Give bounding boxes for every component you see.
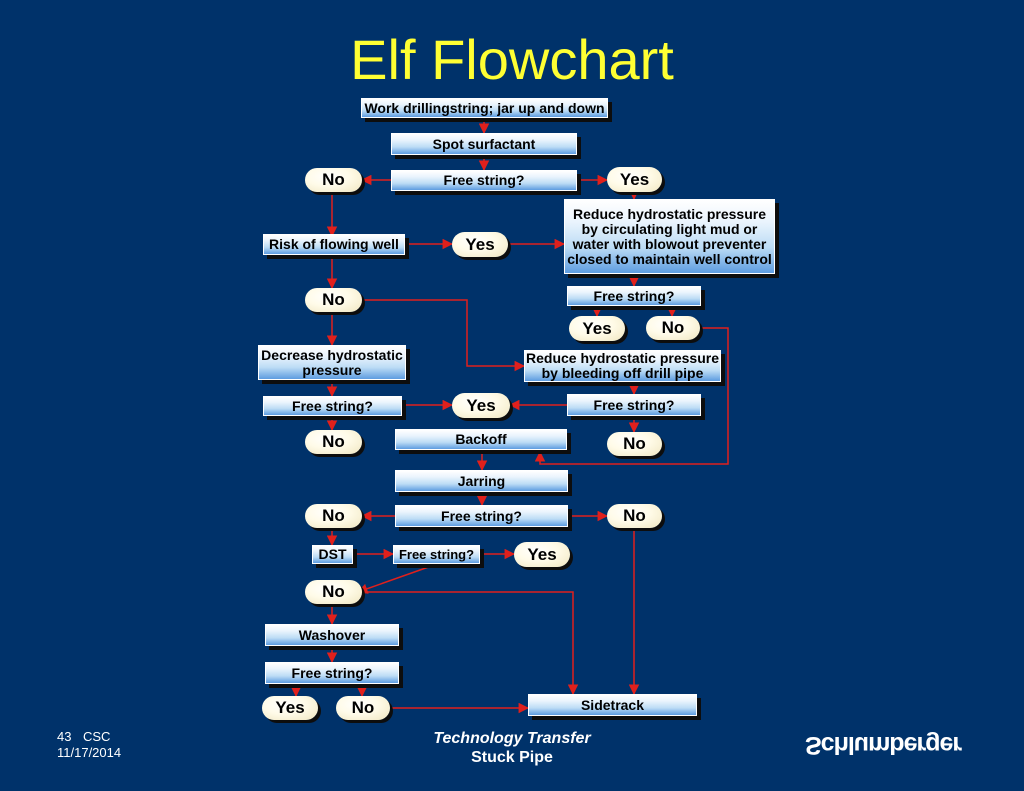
no-pill-5: No	[305, 430, 362, 454]
free-string-box-6: Free string?	[393, 545, 480, 564]
free-string-box-7: Free string?	[265, 662, 399, 684]
decrease-hydrostatic-box: Decrease hydrostatic pressure	[258, 345, 406, 380]
reduce-bleeding-box: Reduce hydrostatic pressure by bleeding …	[524, 350, 721, 382]
no-pill-7: No	[607, 504, 662, 528]
yes-pill-3: Yes	[569, 316, 625, 341]
page-title: Elf Flowchart	[350, 28, 674, 91]
slide-label: CSC	[83, 729, 111, 744]
arrow-free6-no	[357, 563, 438, 594]
no-pill-2: No	[305, 288, 362, 312]
yes-pill-2: Yes	[452, 232, 508, 257]
risk-of-flowing-well-box: Risk of flowing well	[263, 234, 405, 255]
reduce-circulating-box: Reduce hydrostatic pressure by circulati…	[564, 199, 775, 274]
backoff-box: Backoff	[395, 429, 567, 450]
slide-date: 11/17/2014	[57, 745, 122, 760]
free-string-box-2: Free string?	[567, 286, 701, 306]
no-pill-9: No	[336, 696, 390, 720]
yes-pill-4: Yes	[452, 393, 510, 418]
slide-number: 43	[57, 729, 72, 744]
schlumberger-logo: Schlumberger	[805, 731, 962, 759]
work-drillstring-box: Work drillingstring; jar up and down	[361, 98, 608, 118]
yes-pill-6: Yes	[262, 696, 318, 720]
free-string-box-3: Free string?	[263, 396, 402, 416]
spot-surfactant-box: Spot surfactant	[391, 133, 577, 155]
footer-subtitle: Stuck Pipe	[471, 749, 553, 766]
dst-box: DST	[312, 545, 353, 564]
free-string-box-4: Free string?	[567, 394, 701, 416]
arrow-no-reduce-bleed	[362, 299, 526, 372]
arrow-no-backoff	[534, 327, 729, 465]
no-pill-8: No	[305, 580, 362, 604]
free-string-box-5: Free string?	[395, 505, 568, 527]
no-pill-3: No	[646, 316, 700, 340]
footer-title: Technology Transfer	[433, 730, 591, 747]
washover-box: Washover	[265, 624, 399, 646]
yes-pill-5: Yes	[514, 542, 570, 567]
no-pill-6: No	[305, 504, 362, 528]
yes-pill-1: Yes	[607, 167, 662, 192]
no-pill-1: No	[305, 168, 362, 192]
jarring-box: Jarring	[395, 470, 568, 492]
sidetrack-box: Sidetrack	[528, 694, 697, 716]
free-string-box-1: Free string?	[391, 170, 577, 191]
arrow-no8-sidetrack	[358, 591, 579, 696]
no-pill-4: No	[607, 432, 662, 456]
